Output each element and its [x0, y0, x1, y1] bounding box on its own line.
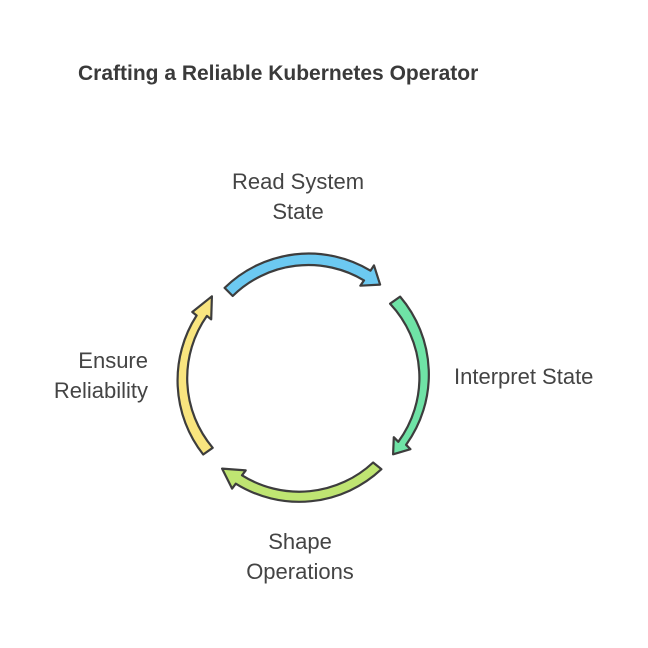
step-label-line: Operations: [246, 559, 354, 584]
step-label-line: Ensure: [78, 348, 148, 373]
diagram-title: Crafting a Reliable Kubernetes Operator: [78, 62, 479, 85]
step-label-line: Shape: [268, 529, 332, 554]
step-label-ensure-reliability: Ensure Reliability: [20, 346, 148, 406]
step-label-line: Read System: [231, 169, 365, 194]
step-label-shape-operations: Shape Operations: [200, 527, 400, 587]
arrow-read-system-state: [223, 252, 382, 298]
step-label-read-system-state: Read System State: [198, 167, 398, 227]
arrow-shape-operations: [221, 461, 383, 503]
step-label-line: Reliability: [53, 378, 148, 403]
step-label-line: Interpret State: [454, 364, 594, 389]
arrow-interpret-state: [389, 295, 430, 456]
step-label-interpret-state: Interpret State: [454, 362, 593, 392]
step-label-line: State: [272, 199, 324, 224]
arrow-ensure-reliability: [176, 295, 214, 456]
